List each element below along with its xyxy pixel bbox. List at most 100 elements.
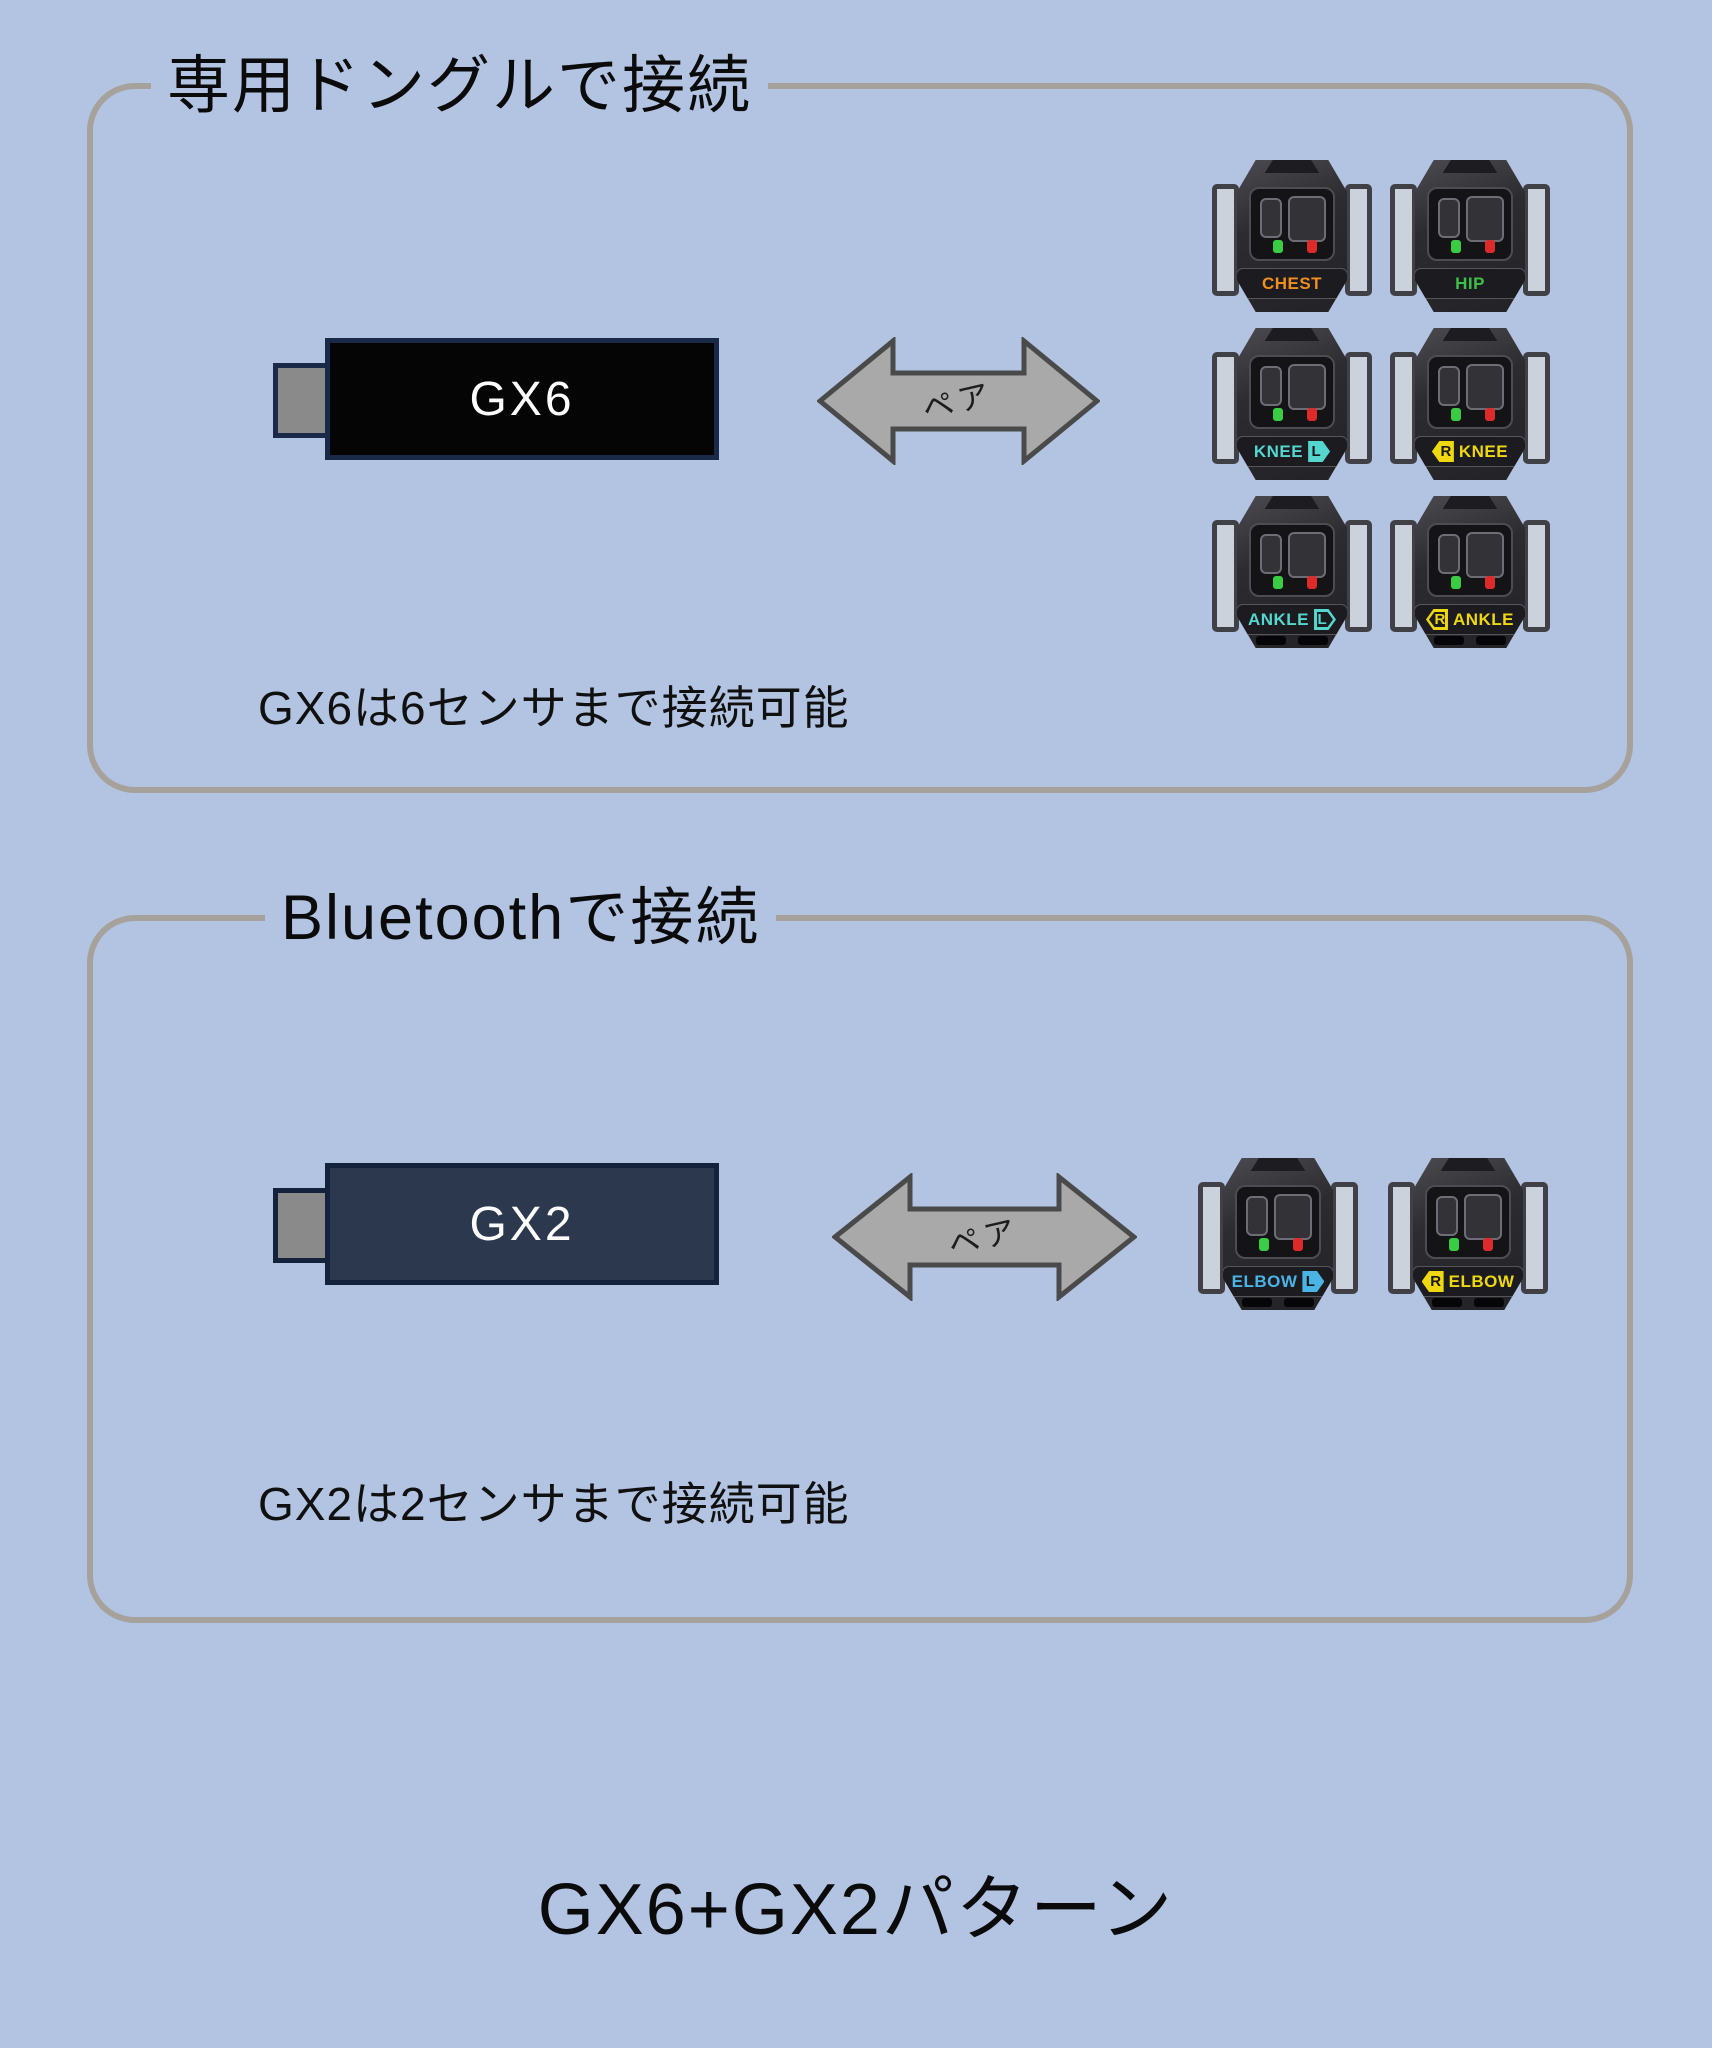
sensor-panel xyxy=(1427,523,1513,597)
sensor-button-small xyxy=(1260,366,1282,406)
sensor-body: R KNEE xyxy=(1415,328,1525,480)
sensor-button-small xyxy=(1438,534,1460,574)
sensor-panel xyxy=(1249,187,1335,261)
sensor-button-large xyxy=(1466,364,1504,410)
sensor-panel xyxy=(1249,355,1335,429)
usb-connector-icon xyxy=(273,363,330,438)
sensor-panel xyxy=(1235,1185,1321,1259)
sensor-body: KNEE L xyxy=(1237,328,1347,480)
gx2-dongle: GX2 xyxy=(273,1163,719,1285)
side-badge-core xyxy=(1428,612,1445,627)
sensor-strap-left-icon xyxy=(1390,520,1417,632)
sensor-strap-left-icon xyxy=(1390,352,1417,464)
sensor-button-large xyxy=(1464,1194,1502,1240)
led-green-icon xyxy=(1273,576,1283,589)
tracker-sensor: HIP xyxy=(1390,160,1550,318)
sensor-button-small xyxy=(1438,366,1460,406)
sensor-button-large xyxy=(1466,196,1504,242)
dongle-section-title: 専用ドングルで接続 xyxy=(151,45,768,127)
side-badge-icon: L xyxy=(1302,1271,1325,1292)
side-badge-icon: L xyxy=(1308,441,1331,462)
sensor-strap-right-icon xyxy=(1521,1182,1548,1294)
sensor-button-small xyxy=(1260,534,1282,574)
sensor-button-small xyxy=(1246,1196,1268,1236)
dock-slot-icon xyxy=(1434,636,1464,645)
side-badge-icon: L xyxy=(1314,609,1337,630)
led-green-icon xyxy=(1449,1238,1459,1251)
led-red-icon xyxy=(1483,1238,1493,1251)
sensor-label: KNEE xyxy=(1458,441,1509,461)
tracker-sensor: R KNEE xyxy=(1390,328,1550,486)
sensor-button-large xyxy=(1288,196,1326,242)
led-red-icon xyxy=(1307,576,1317,589)
sensor-panel xyxy=(1427,187,1513,261)
sensor-body: CHEST xyxy=(1237,160,1347,312)
led-red-icon xyxy=(1485,576,1495,589)
sensor-strap-left-icon xyxy=(1388,1182,1415,1294)
sensor-panel xyxy=(1427,355,1513,429)
led-red-icon xyxy=(1485,240,1495,253)
dongle-label: GX6 xyxy=(469,372,575,426)
sensor-button-large xyxy=(1288,364,1326,410)
side-badge-letter: L xyxy=(1305,1273,1315,1290)
led-green-icon xyxy=(1273,240,1283,253)
dock-slot-icon xyxy=(1476,636,1506,645)
side-badge-letter: L xyxy=(1311,443,1321,460)
dongle-body: GX2 xyxy=(325,1163,719,1285)
sensor-strap-right-icon xyxy=(1523,184,1550,296)
side-badge-icon: R xyxy=(1421,1271,1444,1292)
side-badge-icon: R xyxy=(1425,609,1448,630)
sensor-button-large xyxy=(1288,532,1326,578)
bluetooth-section-title: Bluetoothで接続 xyxy=(265,877,777,959)
sensor-button-large xyxy=(1466,532,1504,578)
tracker-sensor: ELBOW L xyxy=(1198,1158,1358,1316)
led-green-icon xyxy=(1451,240,1461,253)
sensor-strap-left-icon xyxy=(1390,184,1417,296)
sensor-label: HIP xyxy=(1455,273,1485,293)
dongle-section-caption: GX6は6センサまで接続可能 xyxy=(258,682,850,734)
sensor-strap-left-icon xyxy=(1212,520,1239,632)
pattern-title: GX6+GX2パターン xyxy=(537,1870,1175,1950)
dock-slot-icon xyxy=(1474,1298,1504,1307)
sensor-button-small xyxy=(1260,198,1282,238)
sensor-label-plate: HIP xyxy=(1415,268,1525,299)
led-green-icon xyxy=(1451,576,1461,589)
bluetooth-section-caption: GX2は2センサまで接続可能 xyxy=(258,1478,850,1530)
dongle-label: GX2 xyxy=(469,1197,575,1251)
sensor-label: ANKLE xyxy=(1452,609,1515,629)
dock-slot-icon xyxy=(1256,636,1286,645)
tracker-sensor: R ANKLE xyxy=(1390,496,1550,654)
sensor-label-plate: ELBOW L xyxy=(1223,1266,1333,1297)
sensor-body: HIP xyxy=(1415,160,1525,312)
led-green-icon xyxy=(1451,408,1461,421)
sensor-grid-six: CHEST HIP xyxy=(1212,160,1550,656)
usb-connector-icon xyxy=(273,1188,330,1263)
dock-slot-icon xyxy=(1432,1298,1462,1307)
sensor-strap-right-icon xyxy=(1345,520,1372,632)
dongle-section-box: 専用ドングルで接続 GX6 ペア CHEST xyxy=(87,45,1633,793)
sensor-label-plate: R ANKLE xyxy=(1415,604,1525,635)
tracker-sensor: KNEE L xyxy=(1212,328,1372,486)
sensor-button-small xyxy=(1436,1196,1458,1236)
sensor-strap-right-icon xyxy=(1345,184,1372,296)
sensor-body: ANKLE L xyxy=(1237,496,1347,648)
sensor-button-large xyxy=(1274,1194,1312,1240)
sensor-label-plate: CHEST xyxy=(1237,268,1347,299)
led-green-icon xyxy=(1273,408,1283,421)
bluetooth-section-box: Bluetoothで接続 GX2 ペア ELBOW L xyxy=(87,877,1633,1623)
sensor-label-plate: ANKLE L xyxy=(1237,604,1347,635)
side-badge-core xyxy=(1317,612,1334,627)
tracker-sensor: ANKLE L xyxy=(1212,496,1372,654)
side-badge-letter: L xyxy=(1317,611,1327,628)
sensor-panel xyxy=(1425,1185,1511,1259)
sensor-body: ELBOW L xyxy=(1223,1158,1333,1310)
led-red-icon xyxy=(1307,408,1317,421)
side-badge-letter: R xyxy=(1434,611,1446,628)
sensor-strap-right-icon xyxy=(1523,520,1550,632)
side-badge-letter: R xyxy=(1440,443,1452,460)
led-red-icon xyxy=(1293,1238,1303,1251)
